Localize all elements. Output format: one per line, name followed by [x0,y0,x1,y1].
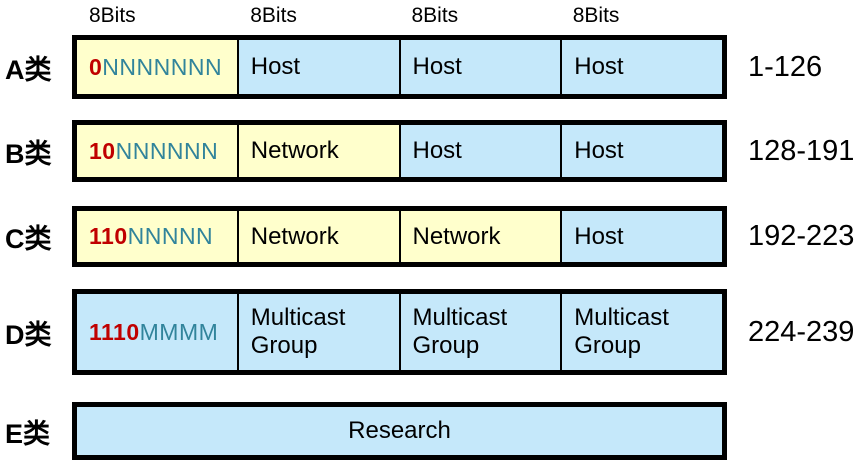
octet-role-label: Network [250,137,339,165]
class-c-octet3-cell: Network [398,211,561,262]
class-e-box: Research [72,402,727,460]
class-a-range: 1-126 [748,50,823,83]
class-d-label: D类 [5,319,52,350]
class-d-octet3-cell: Multicast Group [398,294,561,370]
bit-letters: MMMM [139,318,219,345]
class-c-range: 192-223 [748,220,855,252]
leading-bits: 0 [89,53,103,80]
bit-width-header: 8Bits 8Bits 8Bits 8Bits [72,3,727,29]
leading-bits: 10 [89,137,116,164]
class-a-octet4-cell: Host [560,40,722,94]
class-c-row: C类 110NNNNN Network Network Host 192-223 [0,206,864,267]
bit-width-label: 8Bits [89,4,136,27]
class-b-octet3-cell: Host [398,125,561,177]
class-c-octet2-cell: Network [236,211,399,262]
octet-role-label: Host [412,53,462,81]
leading-bits: 1110 [89,318,140,345]
class-e-research-cell: Research [77,407,722,455]
class-d-row: D类 1110MMMM Multicast Group Multicast Gr… [0,289,864,375]
class-b-bit-pattern-cell: 10NNNNNN [77,125,237,177]
octet-role-label: Multicast Group [250,304,346,359]
octet-role-label: Network [412,222,501,250]
class-c-octet4-cell: Host [560,211,722,262]
class-a-octet3-cell: Host [398,40,561,94]
class-c-bit-pattern-cell: 110NNNNN [77,211,237,262]
class-a-label: A类 [5,54,52,85]
class-a-row: A类 0NNNNNNN Host Host Host 1-126 [0,35,864,99]
class-b-box: 10NNNNNN Network Host Host [72,120,727,182]
octet-role-label: Multicast Group [412,304,508,359]
class-d-octet2-cell: Multicast Group [236,294,399,370]
class-b-label: B类 [5,138,52,169]
octet-role-label: Host [574,222,624,250]
class-a-box: 0NNNNNNN Host Host Host [72,35,727,99]
bit-pattern: 10NNNNNN [89,138,218,164]
class-b-range: 128-191 [748,134,855,167]
bit-width-label: 8Bits [250,4,297,27]
bit-pattern: 0NNNNNNN [89,54,222,80]
leading-bits: 110 [89,223,128,250]
bit-width-label: 8Bits [572,4,620,27]
class-e-label: E类 [5,418,51,449]
class-c-box: 110NNNNN Network Network Host [72,206,727,267]
octet-role-label: Host [412,137,462,165]
bit-letters: NNNNNNN [102,53,223,80]
octet-role-label: Research [348,417,451,445]
class-d-bit-pattern-cell: 1110MMMM [77,294,237,370]
class-d-octet4-cell: Multicast Group [560,294,722,370]
bit-letters: NNNNN [127,223,214,250]
octet-role-label: Host [250,53,301,81]
octet-role-label: Host [574,137,624,165]
class-a-bit-pattern-cell: 0NNNNNNN [77,40,237,94]
class-d-box: 1110MMMM Multicast Group Multicast Group… [72,289,727,375]
bit-width-label: 8Bits [411,4,459,27]
class-b-octet2-cell: Network [236,125,399,177]
octet-role-label: Multicast Group [574,304,669,359]
class-e-row: E类 Research [0,402,864,460]
class-b-octet4-cell: Host [560,125,722,177]
octet-role-label: Network [250,222,339,250]
class-a-octet2-cell: Host [236,40,399,94]
class-d-range: 224-239 [748,315,855,348]
bit-pattern: 1110MMMM [89,319,218,345]
octet-role-label: Host [574,53,624,81]
class-b-row: B类 10NNNNNN Network Host Host 128-191 [0,120,864,182]
bit-pattern: 110NNNNN [89,223,213,249]
bit-letters: NNNNNN [115,137,219,164]
class-c-label: C类 [5,224,52,254]
